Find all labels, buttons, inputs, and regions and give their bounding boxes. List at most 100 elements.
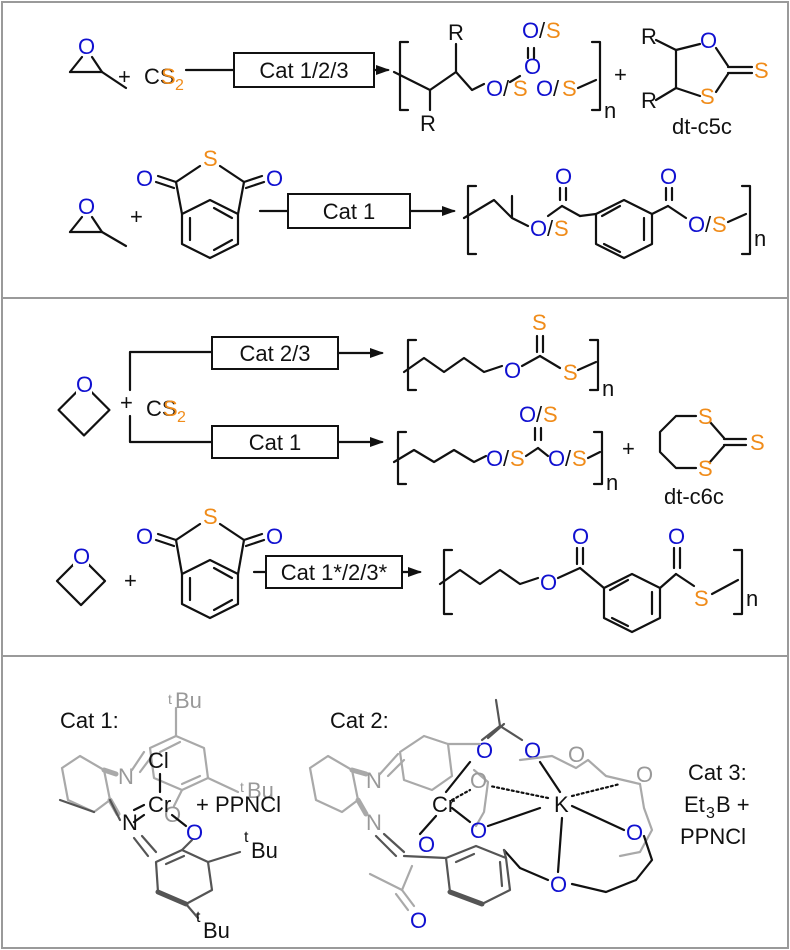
svg-text:S: S [543, 402, 558, 427]
svg-text:O: O [136, 166, 153, 191]
svg-text:O: O [660, 164, 677, 189]
oxetane: O [57, 372, 111, 437]
svg-text:O: O [78, 194, 95, 219]
svg-text:S: S [163, 396, 178, 421]
svg-text:S: S [203, 504, 218, 529]
svg-text:N: N [366, 810, 382, 835]
substituent-r: R [420, 111, 436, 136]
svg-text:O: O [470, 818, 487, 843]
svg-text:/: / [536, 402, 543, 427]
chromium-atom: Cr [148, 792, 171, 817]
dithiocarbonate-cyclic-byproduct: R R O S S dt-c5c [641, 24, 769, 139]
polythiocarbonate-product: R R O / O O / S S O / S n [392, 18, 616, 136]
cat1-label: Cat 1: [60, 708, 119, 733]
svg-text:S: S [532, 310, 547, 335]
svg-text:2: 2 [177, 409, 186, 426]
svg-text:O: O [548, 446, 565, 471]
cat1-additive: + PPNCl [196, 792, 281, 817]
svg-text:/: / [503, 76, 510, 101]
svg-text:O: O [522, 18, 539, 43]
svg-text:/: / [553, 76, 560, 101]
plus-sign: + [118, 64, 131, 89]
svg-text:O: O [476, 738, 493, 763]
svg-text:n: n [606, 470, 618, 495]
svg-text:O: O [636, 762, 653, 787]
cat3-line-1: Et [684, 792, 705, 817]
svg-text:Bu: Bu [247, 778, 274, 803]
plus-sign: + [130, 204, 143, 229]
svg-text:S: S [572, 446, 587, 471]
svg-text:Bu: Bu [251, 838, 278, 863]
svg-text:t: t [240, 779, 244, 795]
catalyst-2-structure: Cat 2: N N O O O O O O O Cr K O [308, 698, 653, 933]
svg-text:O: O [524, 738, 541, 763]
svg-text:N: N [366, 768, 382, 793]
branch-line-bottom [128, 414, 214, 444]
cyclic-trithiocarbonate-byproduct: S S S dt-c6c [658, 404, 765, 509]
svg-text:O: O [186, 820, 203, 845]
svg-text:O: O [550, 872, 567, 897]
svg-text:S: S [712, 212, 727, 237]
byproduct-label: dt-c5c [672, 114, 732, 139]
svg-text:O: O [572, 524, 589, 549]
svg-text:O: O [504, 358, 521, 383]
svg-text:S: S [554, 216, 569, 241]
svg-text:S: S [698, 404, 713, 429]
carbon-disulfide: CS S 2 [144, 64, 184, 94]
plus-sign: + [622, 436, 635, 461]
svg-text:O: O [700, 28, 717, 53]
svg-text:S: S [513, 76, 528, 101]
svg-text:O: O [418, 832, 435, 857]
cat3-line-2: PPNCl [680, 824, 746, 849]
svg-text:t: t [168, 691, 172, 707]
nitrogen-atom: N [122, 810, 138, 835]
svg-text:O: O [519, 402, 536, 427]
reaction-4: O + S O O Cat 1*/2/3* O [55, 504, 758, 634]
catalyst-box [233, 52, 375, 88]
svg-text:S: S [203, 146, 218, 171]
svg-text:/: / [547, 216, 554, 241]
svg-text:/: / [705, 212, 712, 237]
nitrogen-atom: N [118, 764, 134, 789]
plus-sign: + [124, 568, 137, 593]
catalyst-label: Cat 1 [323, 199, 376, 224]
svg-text:CS: CS [146, 396, 177, 421]
catalyst-1-structure: Cat 1: N N t Bu t Bu O Cr Cl O + PPNCl [58, 688, 281, 943]
svg-text:n: n [602, 376, 614, 401]
svg-text:n: n [604, 98, 616, 123]
cat2-label: Cat 2: [330, 708, 389, 733]
svg-text:n: n [754, 226, 766, 251]
svg-text:S: S [750, 430, 765, 455]
svg-text:O: O [568, 742, 585, 767]
byproduct-label: dt-c6c [664, 484, 724, 509]
catalyst-label: Cat 1/2/3 [259, 58, 348, 83]
svg-text:O: O [470, 768, 487, 793]
svg-text:O: O [540, 570, 557, 595]
propylene-oxide: O [68, 34, 128, 90]
catalyst-box-bottom [211, 425, 339, 459]
svg-text:S: S [563, 360, 578, 385]
svg-text:Bu: Bu [203, 918, 230, 943]
oxetane: O [55, 544, 107, 607]
svg-text:O: O [626, 820, 643, 845]
branch-line-top [128, 350, 214, 392]
reaction-3: O + CS S 2 Cat 2/3 Cat 1 O S S n [57, 310, 765, 509]
svg-text:O: O [530, 216, 547, 241]
carbon-disulfide: CS S 2 [146, 396, 186, 426]
svg-text:n: n [746, 586, 758, 611]
svg-text:R: R [641, 88, 657, 113]
svg-text:S: S [700, 84, 715, 109]
svg-text:/: / [503, 446, 510, 471]
polyester-thioester-product: O / S O O O / S n [462, 164, 766, 260]
catalyst-3-description: Cat 3: Et 3 B + PPNCl [680, 760, 750, 849]
polyester-thioester-product-2: O O O S n [438, 524, 758, 634]
chloride-atom: Cl [148, 748, 169, 773]
svg-text:O: O [266, 166, 283, 191]
svg-text:O: O [486, 76, 503, 101]
svg-text:O: O [555, 164, 572, 189]
svg-text:CS: CS [144, 64, 175, 89]
svg-text:R: R [641, 24, 657, 49]
plus-sign: + [614, 62, 627, 87]
